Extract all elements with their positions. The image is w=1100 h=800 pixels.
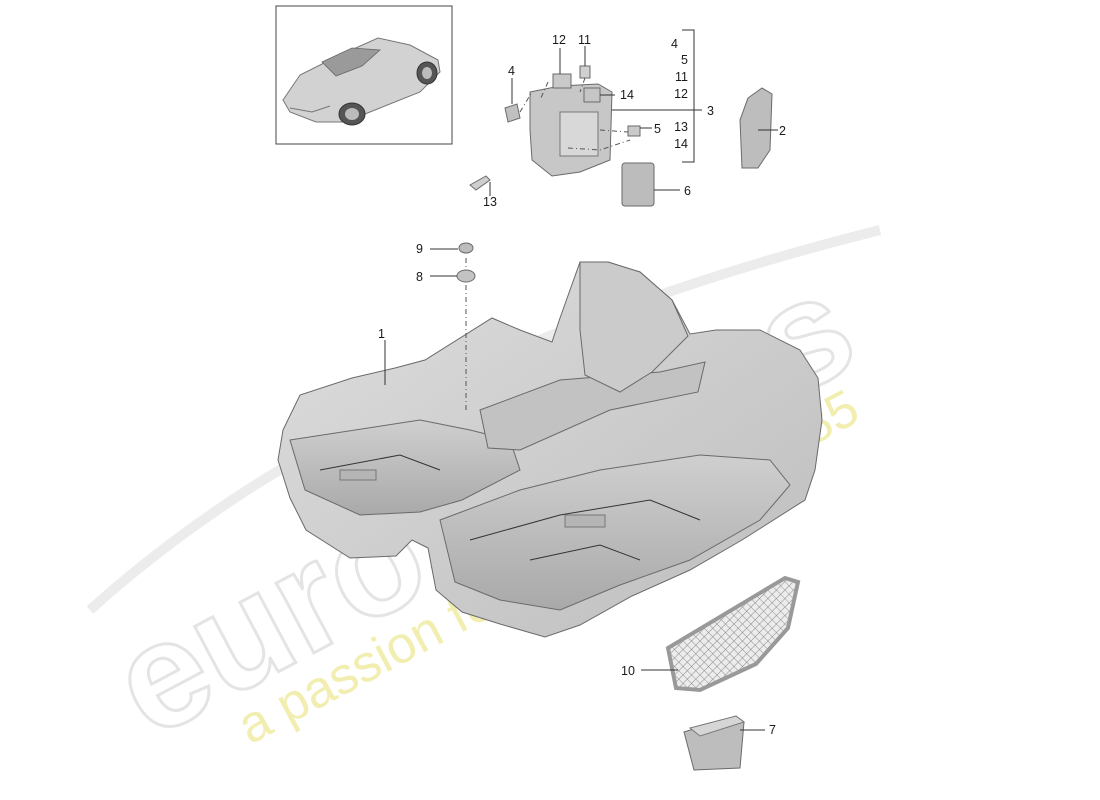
- vehicle-thumbnail: [275, 5, 453, 145]
- callout-9: 9: [416, 242, 423, 256]
- callout-14: 14: [620, 88, 634, 102]
- nut-9: [458, 242, 474, 254]
- callout-labels: 1 2 3 4 5 6 7 8 9 10 11 12 13 14: [378, 33, 786, 737]
- callout-8: 8: [416, 270, 423, 284]
- kit-list-item: 12: [674, 87, 688, 101]
- callout-13: 13: [483, 195, 497, 209]
- kit-list-item: 5: [681, 53, 688, 67]
- carpet-assembly: [277, 261, 823, 638]
- pad-14: [583, 87, 601, 103]
- clip-5: [627, 125, 641, 137]
- kit-list-item: 4: [671, 37, 678, 51]
- kit-list-item: 13: [674, 120, 688, 134]
- plug-13: [469, 175, 491, 191]
- kit-list: 4 5 11 12 13 14: [671, 37, 688, 151]
- washer-8: [456, 269, 476, 283]
- callout-11: 11: [578, 33, 591, 47]
- callout-6: 6: [684, 184, 691, 198]
- callout-12: 12: [552, 33, 566, 47]
- callout-7: 7: [769, 723, 776, 737]
- clip-4: [504, 103, 521, 123]
- callout-4: 4: [508, 64, 515, 78]
- car-icon: [282, 37, 441, 126]
- kit-list-item: 11: [675, 70, 688, 84]
- kit-list-item: 14: [674, 137, 688, 151]
- callout-3: 3: [707, 104, 714, 118]
- callout-10: 10: [621, 664, 635, 678]
- clip-11: [579, 65, 591, 79]
- callout-1: 1: [378, 327, 385, 341]
- callout-2: 2: [779, 124, 786, 138]
- cover-6: [621, 162, 655, 207]
- side-trim-panel: [739, 87, 773, 169]
- leader-lines: [384, 29, 778, 731]
- callout-5: 5: [654, 122, 661, 136]
- pad-12: [552, 73, 572, 89]
